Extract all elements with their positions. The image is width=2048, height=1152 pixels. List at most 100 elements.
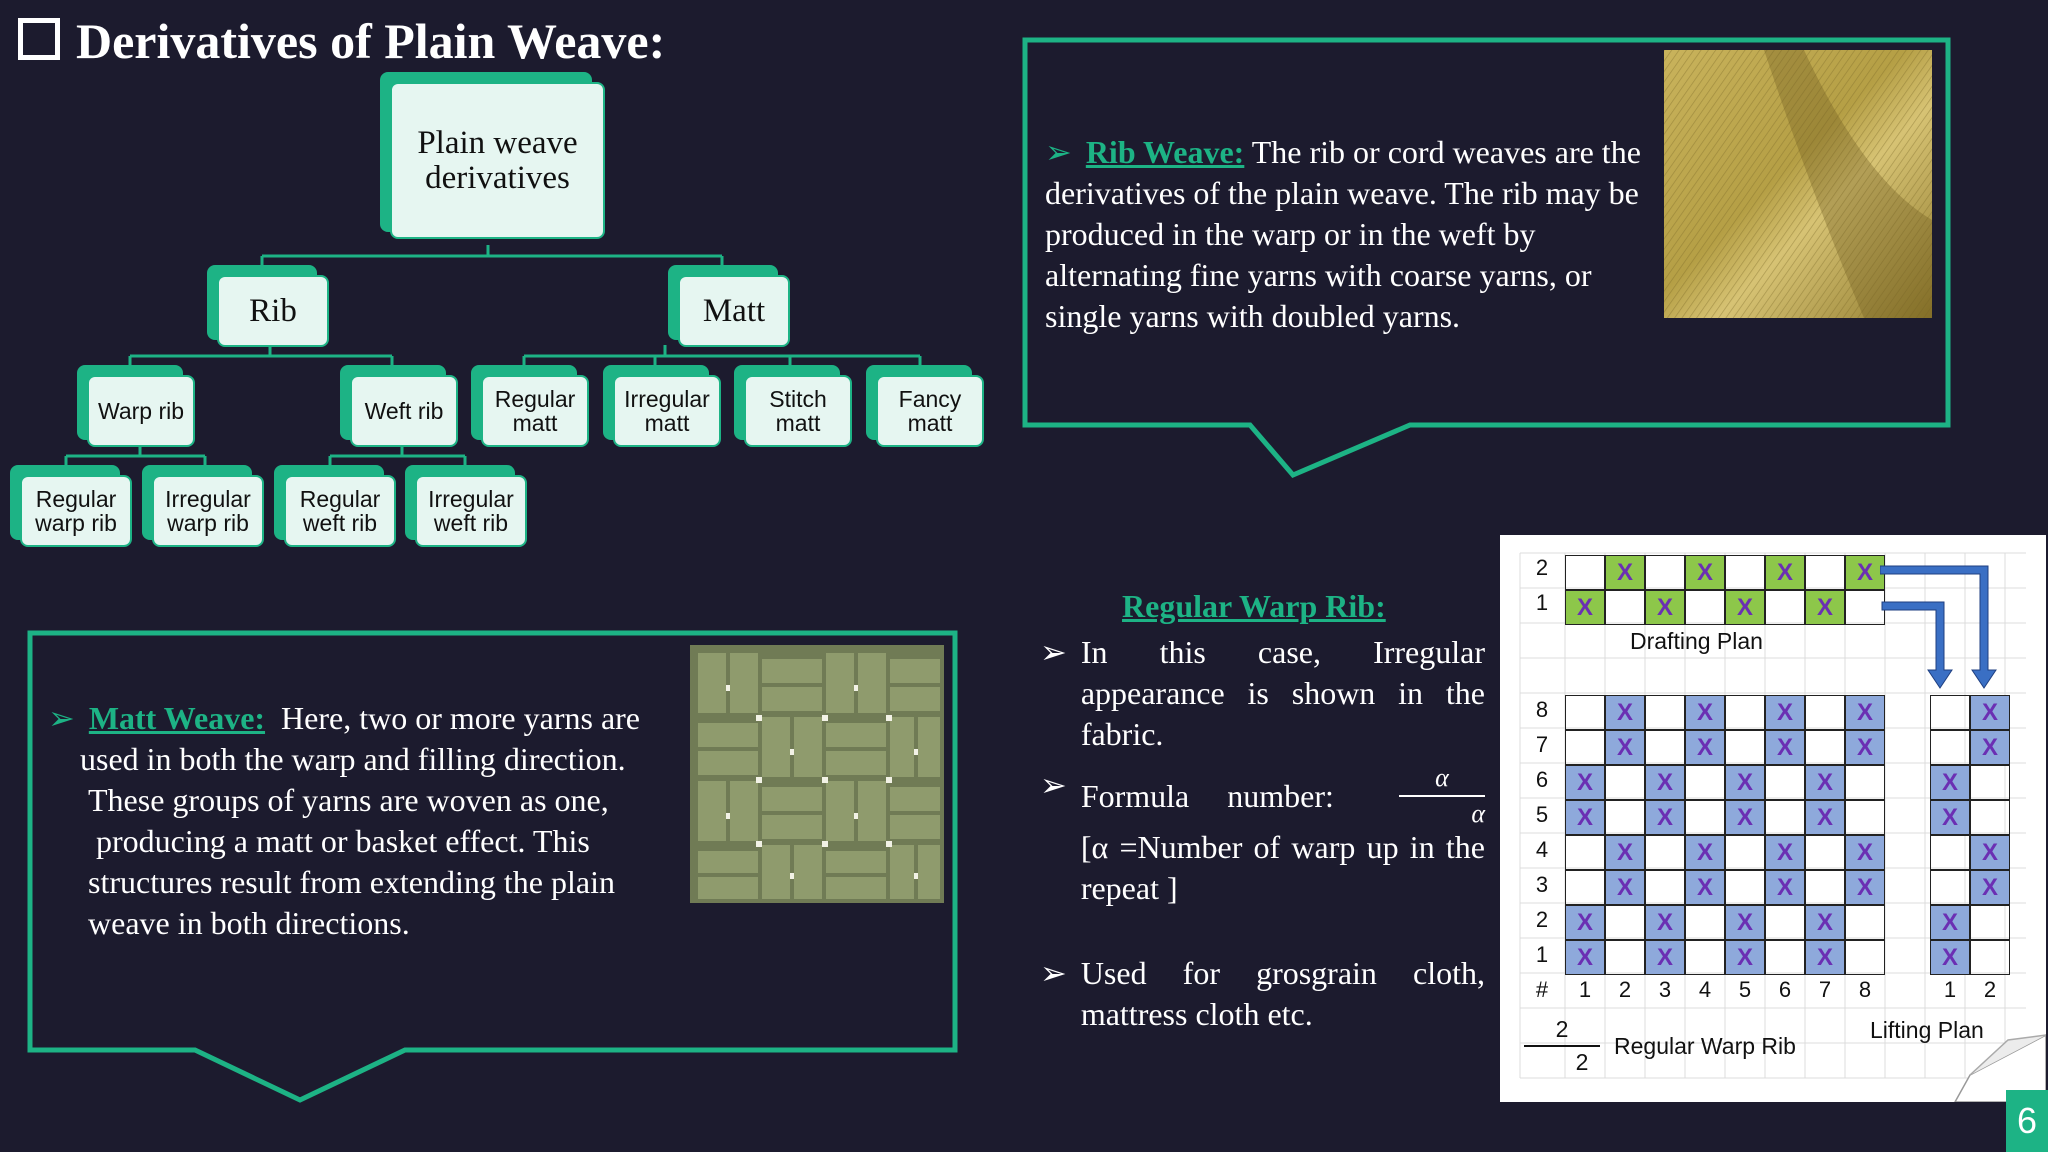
plan-row-label: 6 xyxy=(1535,767,1549,792)
plan-row-label: 8 xyxy=(1535,697,1549,722)
lift-cell: X xyxy=(1970,695,2010,730)
plan-col-label: 2 xyxy=(1618,977,1632,1002)
node-weft-rib: Weft rib xyxy=(340,365,458,447)
plan-cell xyxy=(1845,905,1885,940)
lift-cell: X xyxy=(1970,730,2010,765)
plan-cell xyxy=(1685,905,1725,940)
draft-cell xyxy=(1765,590,1805,625)
plan-row-label: 2 xyxy=(1535,907,1549,932)
plan-cell: X xyxy=(1605,695,1645,730)
plan-cell xyxy=(1805,695,1845,730)
plan-row-label: 3 xyxy=(1535,872,1549,897)
plan-cell: X xyxy=(1685,870,1725,905)
plan-cell xyxy=(1605,765,1645,800)
draft-cell: X xyxy=(1765,555,1805,590)
draft-cell xyxy=(1805,555,1845,590)
lift-cell xyxy=(1930,730,1970,765)
lift-cell xyxy=(1930,870,1970,905)
plan-cell: X xyxy=(1765,870,1805,905)
node-regular-warp-rib: Regular warp rib xyxy=(10,465,132,547)
plan-cell xyxy=(1685,800,1725,835)
rib-callout-frame xyxy=(1022,37,1951,479)
page-number: 6 xyxy=(2006,1090,2048,1152)
draft-row-label: 1 xyxy=(1535,590,1549,615)
node-matt: Matt xyxy=(668,265,790,347)
plan-cell xyxy=(1765,765,1805,800)
arrow-bullet-icon: ➢ xyxy=(1040,634,1067,670)
plan-col-label: 5 xyxy=(1738,977,1752,1002)
draft-cell xyxy=(1725,555,1765,590)
plan-cell xyxy=(1845,800,1885,835)
regular-warp-rib-heading: Regular Warp Rib: xyxy=(1122,588,1386,624)
plan-cell xyxy=(1605,940,1645,975)
plan-cell: X xyxy=(1765,695,1805,730)
lift-cell: X xyxy=(1930,800,1970,835)
draft-row-label: 2 xyxy=(1535,555,1549,580)
checkbox-bullet-icon xyxy=(18,18,60,60)
plan-cell: X xyxy=(1845,870,1885,905)
node-plain-weave-derivatives: Plain weave derivatives xyxy=(380,72,605,239)
plan-col-label: 4 xyxy=(1698,977,1712,1002)
plan-cell xyxy=(1605,800,1645,835)
matt-weave-text: ➢Matt Weave: Here, two or more yarns are… xyxy=(48,700,640,941)
draft-cell xyxy=(1845,590,1885,625)
plan-cell xyxy=(1725,870,1765,905)
plan-cell xyxy=(1725,730,1765,765)
node-irregular-matt: Irregular matt xyxy=(603,365,721,447)
lifting-plan-label: Lifting Plan xyxy=(1870,1017,1984,1043)
plan-cell: X xyxy=(1605,870,1645,905)
plan-cell: X xyxy=(1845,835,1885,870)
plan-cell xyxy=(1805,835,1845,870)
draft-cell: X xyxy=(1565,590,1605,625)
plan-cell xyxy=(1565,835,1605,870)
plan-col-label: 7 xyxy=(1818,977,1832,1002)
node-irregular-warp-rib: Irregular warp rib xyxy=(142,465,264,547)
plan-cell: X xyxy=(1805,940,1845,975)
plan-cell: X xyxy=(1565,800,1605,835)
plan-cell xyxy=(1845,940,1885,975)
plan-row-label: 1 xyxy=(1535,942,1549,967)
draft-cell: X xyxy=(1845,555,1885,590)
plan-cell xyxy=(1805,730,1845,765)
lift-cell: X xyxy=(1970,835,2010,870)
plan-cell xyxy=(1805,870,1845,905)
arrow-bullet-icon: ➢ xyxy=(1040,955,1067,991)
lift-col-label: 1 xyxy=(1943,977,1957,1002)
draft-cell xyxy=(1685,590,1725,625)
plan-cell: X xyxy=(1565,940,1605,975)
plan-col-label: 3 xyxy=(1658,977,1672,1002)
plan-cell xyxy=(1685,940,1725,975)
node-warp-rib: Warp rib xyxy=(77,365,195,447)
lift-cell xyxy=(1970,800,2010,835)
lift-cell xyxy=(1970,905,2010,940)
plan-cell xyxy=(1685,765,1725,800)
plan-cell: X xyxy=(1605,835,1645,870)
node-irregular-weft-rib: Irregular weft rib xyxy=(405,465,527,547)
plan-cell xyxy=(1605,905,1645,940)
page-title: Derivatives of Plain Weave: xyxy=(18,12,665,70)
plan-cell: X xyxy=(1845,730,1885,765)
draft-cell xyxy=(1605,590,1645,625)
drafting-plan-label: Drafting Plan xyxy=(1630,628,1763,654)
node-regular-weft-rib: Regular weft rib xyxy=(274,465,396,547)
plan-cell xyxy=(1565,695,1605,730)
draft-cell: X xyxy=(1725,590,1765,625)
formula-fraction: α α xyxy=(1399,765,1485,827)
plan-cell: X xyxy=(1725,800,1765,835)
plan-col-label: 1 xyxy=(1578,977,1592,1002)
plan-cell: X xyxy=(1725,940,1765,975)
plan-cell: X xyxy=(1565,765,1605,800)
plan-cell xyxy=(1565,870,1605,905)
plan-cell: X xyxy=(1645,800,1685,835)
lift-cell: X xyxy=(1970,870,2010,905)
arrow-bullet-icon: ➢ xyxy=(1045,134,1072,170)
plan-col-label: 6 xyxy=(1778,977,1792,1002)
plan-cell: X xyxy=(1765,835,1805,870)
lift-cell: X xyxy=(1930,940,1970,975)
plan-row-label: 4 xyxy=(1535,837,1549,862)
lift-cell xyxy=(1930,835,1970,870)
plan-cell: X xyxy=(1565,905,1605,940)
lift-cell xyxy=(1930,695,1970,730)
figure-caption: Regular Warp Rib xyxy=(1614,1033,1796,1059)
lift-cell xyxy=(1970,940,2010,975)
